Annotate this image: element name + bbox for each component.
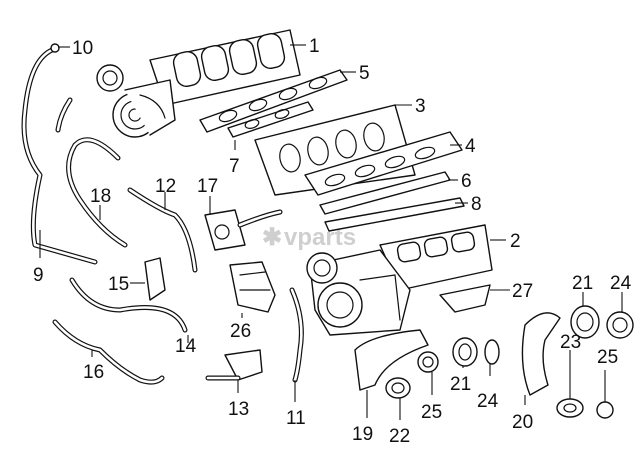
upper-turbocharger-assembly: [96, 29, 301, 138]
vertical-oil-line: [289, 287, 304, 383]
callout-22: 22: [389, 426, 410, 447]
leader-lines: [39, 44, 623, 420]
callout-26: 26: [230, 321, 251, 342]
callout-20: 20: [512, 412, 533, 433]
callout-24-right: 24: [610, 273, 632, 294]
callout-5: 5: [359, 63, 370, 84]
callout-7: 7: [229, 156, 240, 177]
callout-3: 3: [415, 96, 426, 117]
coolant-line: [55, 97, 128, 248]
callout-25-right: 25: [597, 347, 618, 368]
callout-1: 1: [309, 36, 320, 57]
callout-4: 4: [465, 136, 476, 157]
callout-12: 12: [155, 176, 176, 197]
small-heat-shield: [439, 284, 491, 313]
coupling-23: [556, 398, 584, 418]
charge-pipe-20: [521, 312, 561, 396]
callout-13: 13: [228, 399, 249, 420]
callout-25-left: 25: [421, 402, 442, 423]
callout-24-middle: 24: [477, 391, 499, 412]
lower-small-gasket: [324, 197, 465, 232]
callout-labels: 1 2 3 4 5 6 7 8 9 10 11 12 13 14 15 16 1…: [33, 36, 632, 447]
lower-turbocharger-assembly: [306, 224, 493, 336]
clamp-24-middle: [484, 339, 500, 365]
callout-15: 15: [108, 274, 129, 295]
clamp-25-left: [417, 351, 439, 373]
callout-9: 9: [33, 265, 44, 286]
lower-oil-lines: [52, 277, 188, 385]
coupling-21-right: [570, 305, 600, 339]
fitting-bracket: [144, 257, 166, 301]
connector-valve: [204, 209, 283, 251]
turbo-heat-shield: [229, 261, 276, 313]
upper-manifold-gasket: [199, 69, 348, 133]
callout-8: 8: [471, 194, 482, 215]
callout-18: 18: [90, 186, 111, 207]
intake-pipe-19: [354, 329, 429, 391]
small-gasket: [227, 101, 314, 138]
callout-2: 2: [510, 231, 521, 252]
callout-14: 14: [175, 336, 197, 357]
callout-10: 10: [72, 38, 93, 59]
clamp-24-right: [606, 311, 634, 339]
callout-19: 19: [352, 424, 373, 445]
coupling-21-middle: [452, 337, 478, 367]
callout-27: 27: [512, 281, 533, 302]
lower-bracket: [205, 349, 263, 381]
return-line: [127, 187, 198, 273]
callout-17: 17: [197, 176, 218, 197]
clamp-25-right: [596, 401, 614, 419]
callout-21-right: 21: [572, 273, 593, 294]
callout-11: 11: [286, 408, 306, 429]
lower-heat-shield: [304, 131, 463, 196]
watermark-glyph: ✱: [262, 224, 282, 251]
callout-6: 6: [461, 171, 472, 192]
oil-feed-line: [21, 43, 98, 265]
callout-16: 16: [83, 362, 104, 383]
callout-23: 23: [560, 332, 581, 353]
coupling-22: [385, 377, 411, 399]
callout-21-middle: 21: [450, 374, 471, 395]
